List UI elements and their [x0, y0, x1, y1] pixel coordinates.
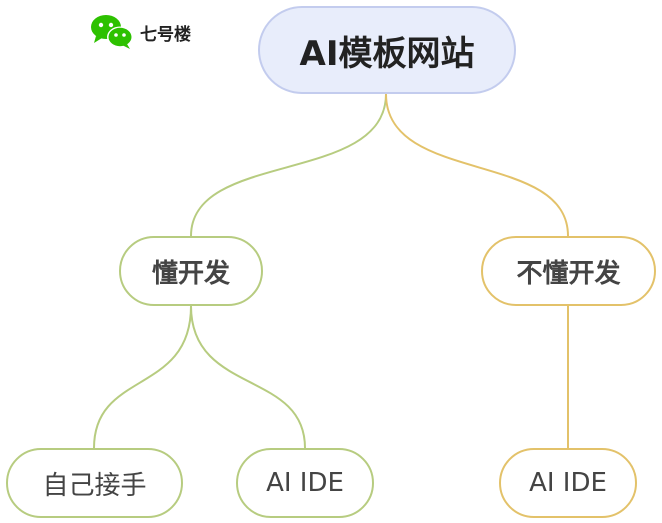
wechat-logo-icon	[91, 15, 133, 49]
root-node: AI模板网站	[258, 6, 516, 94]
branch-node-dev: 懂开发	[119, 236, 263, 306]
connector-dev-to-self	[93, 305, 192, 449]
branch-node-no-dev: 不懂开发	[481, 236, 656, 306]
connector-root-to-nodev	[385, 93, 569, 237]
connector-dev-to-ide	[190, 305, 306, 449]
brand-watermark: 七号楼	[90, 14, 191, 50]
connector-root-to-dev	[190, 93, 387, 237]
leaf-node-self-takeover: 自己接手	[6, 448, 183, 518]
brand-name: 七号楼	[140, 24, 191, 45]
leaf-node-ai-ide-dev: AI IDE	[236, 448, 374, 518]
leaf-node-ai-ide-no-dev: AI IDE	[499, 448, 637, 518]
